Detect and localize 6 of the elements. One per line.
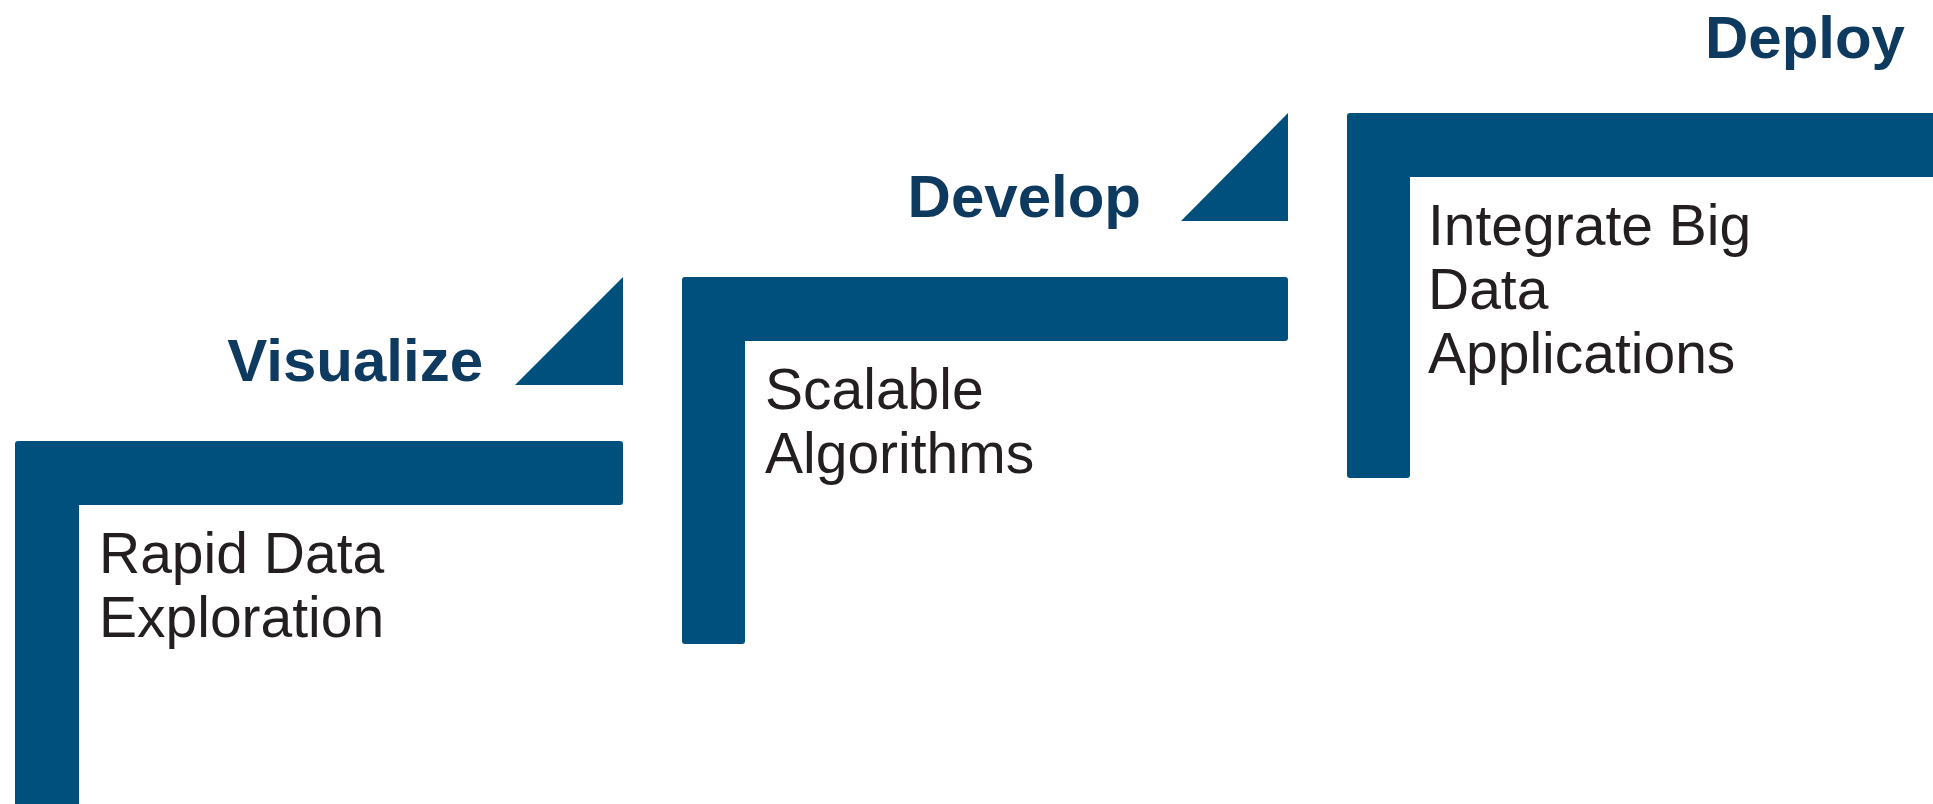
step-heading: Develop: [907, 167, 1141, 227]
step-text: Rapid Data Exploration: [99, 521, 386, 649]
step-heading: Deploy: [1704, 8, 1905, 68]
step-text: Scalable Algorithms: [765, 357, 1036, 485]
step-text: Integrate Big Data Applications: [1428, 193, 1753, 385]
step-heading: Visualize: [227, 331, 483, 391]
